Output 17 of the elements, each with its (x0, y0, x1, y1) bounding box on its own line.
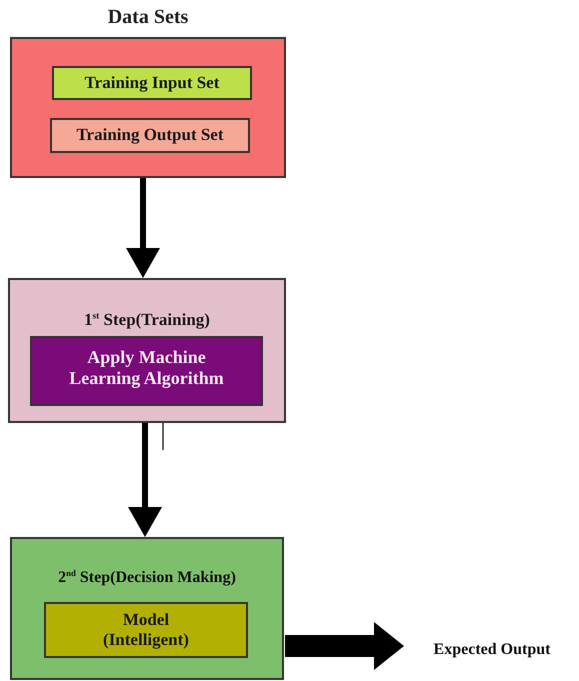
step-heading: 2$^{nd}$ Step(Decision Making) (57, 569, 237, 588)
box-label: Training Input Set (84, 73, 220, 93)
process-box (52, 66, 252, 100)
arrow (126, 178, 160, 278)
block-arrow (285, 622, 404, 670)
process-box (30, 336, 263, 406)
box-label: Apply Machine Learning Algorithm (68, 347, 225, 388)
arrow (128, 423, 162, 537)
group-box (10, 537, 284, 680)
process-box (44, 602, 248, 658)
text-label: Expected Output (432, 641, 552, 660)
step-heading: 1$^{st}$ Step(Training) (83, 310, 211, 330)
heading: Data Sets (106, 6, 190, 29)
box-label: Model (Intelligent) (102, 610, 190, 650)
group-box (8, 278, 286, 423)
box-label: Training Output Set (75, 125, 225, 145)
process-box (50, 118, 250, 153)
